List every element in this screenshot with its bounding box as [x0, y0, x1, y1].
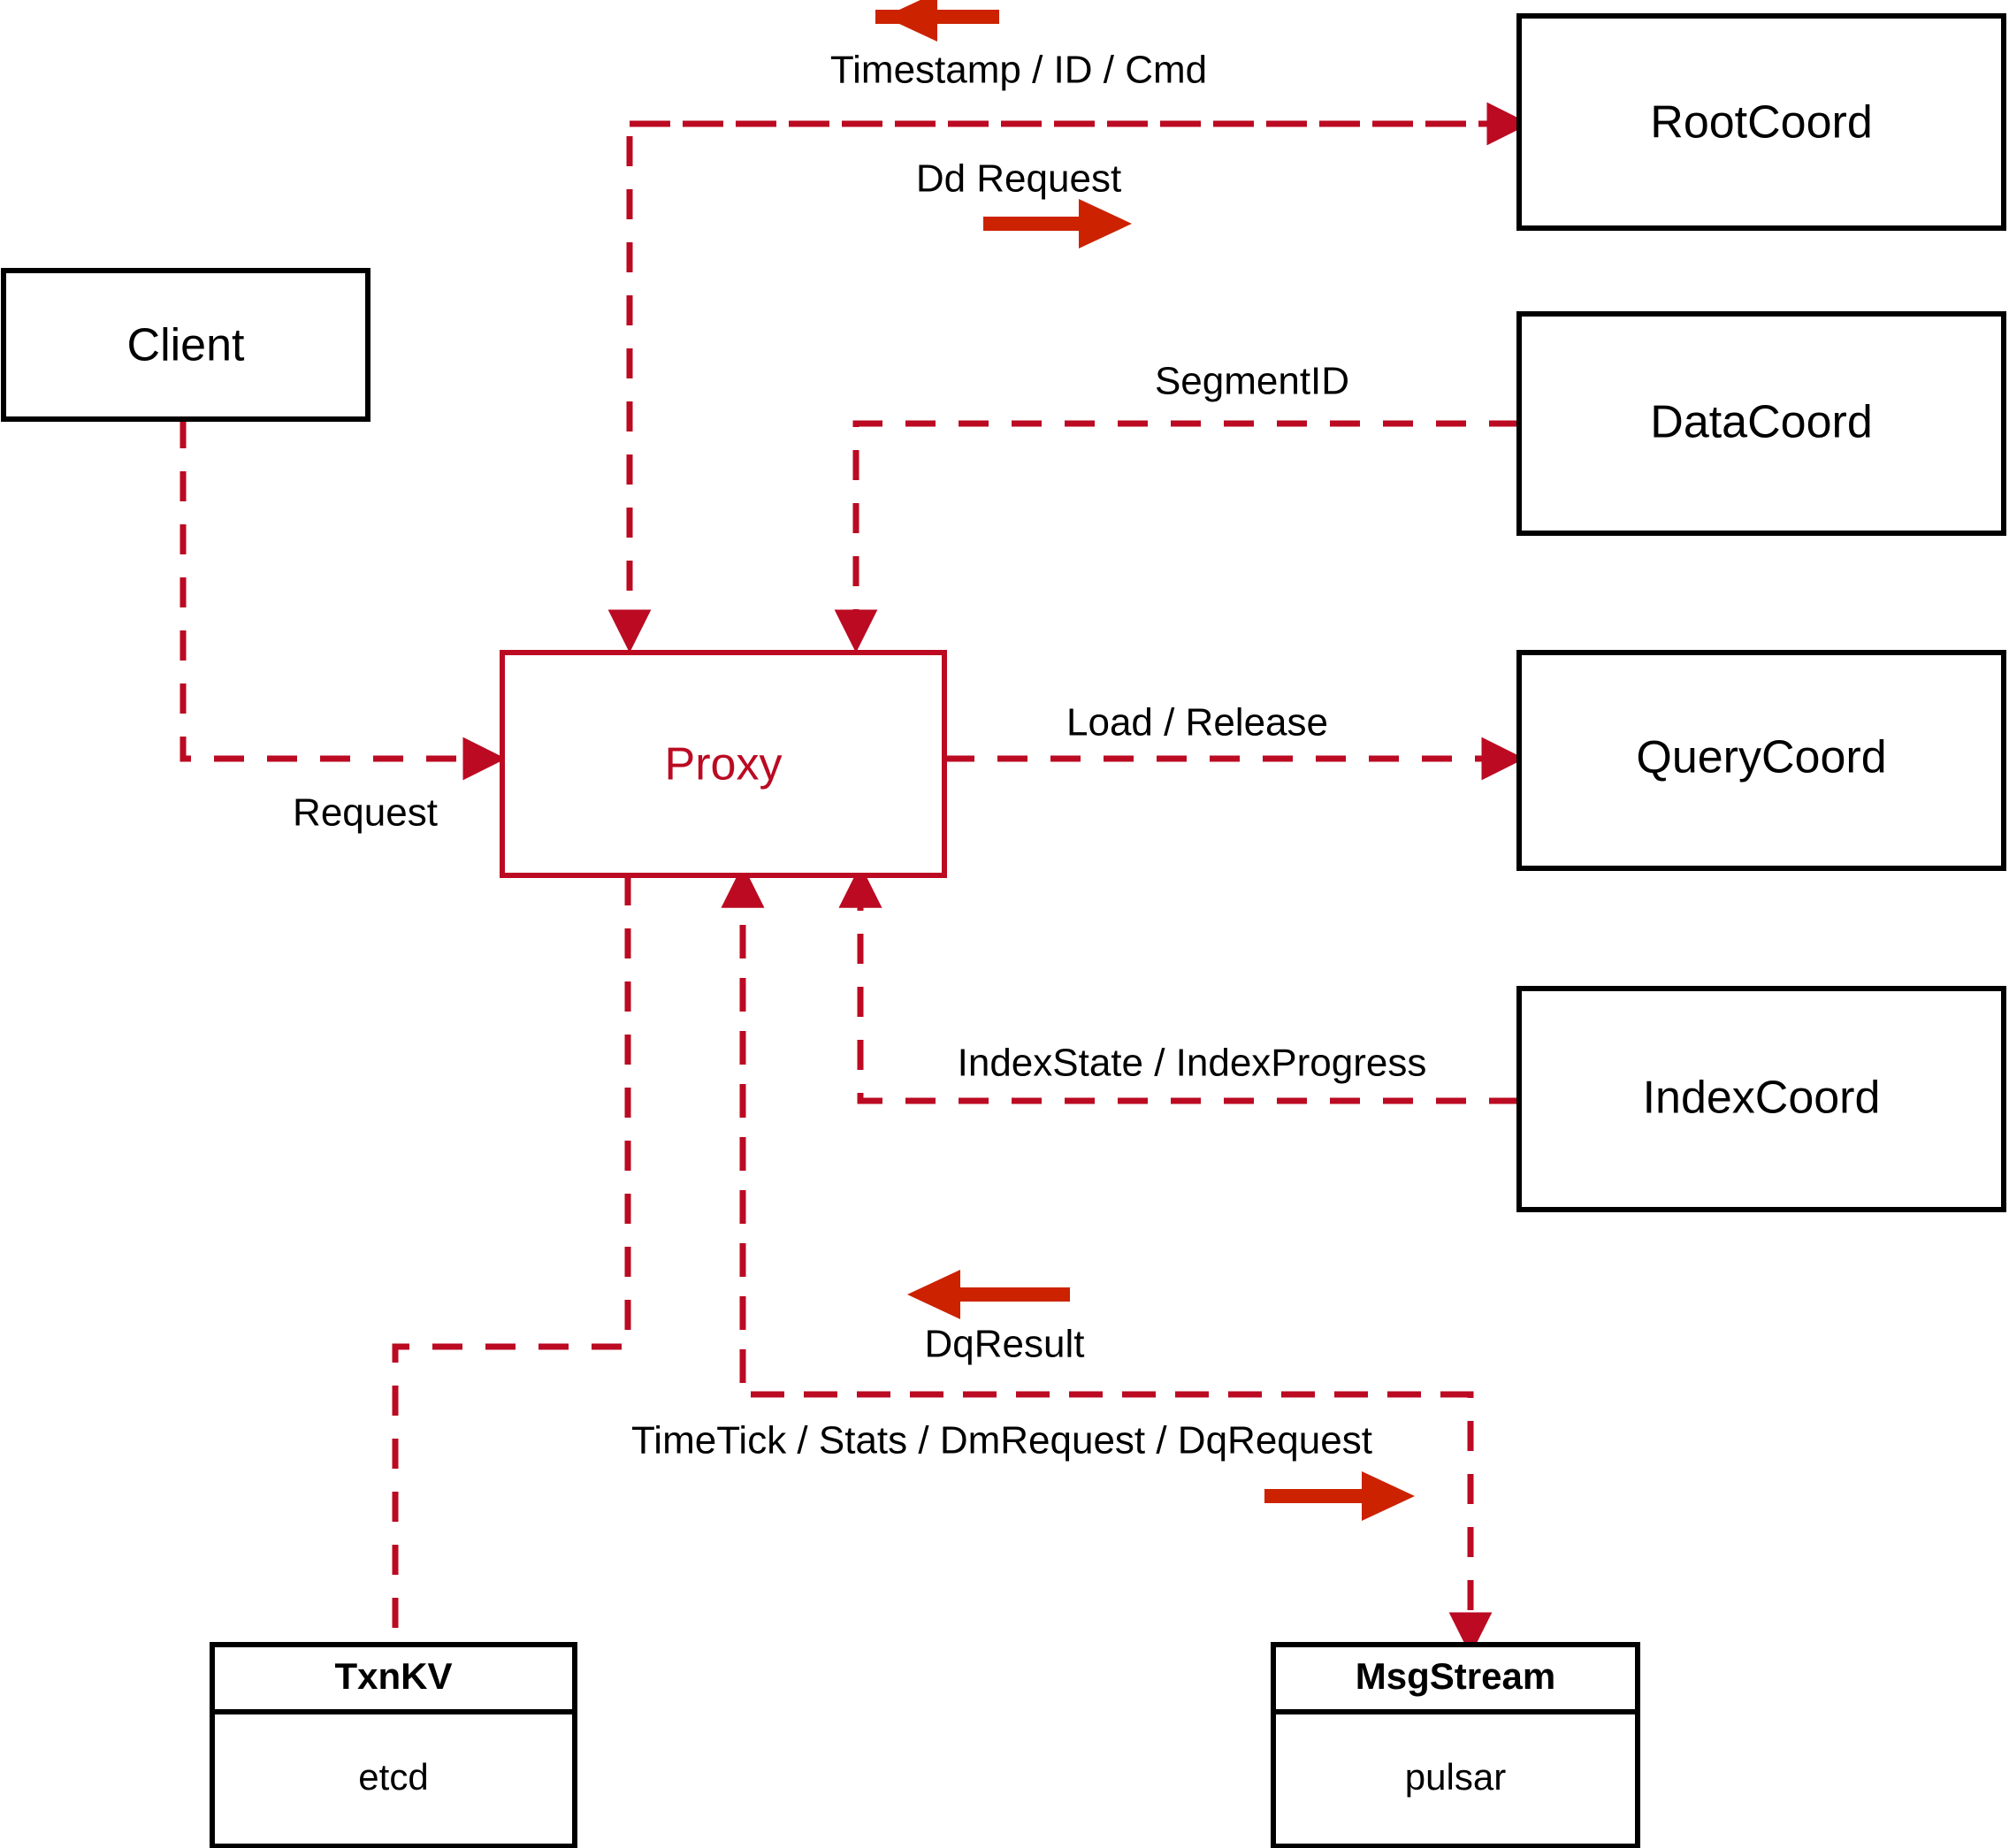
node-client[interactable]: Client	[1, 268, 370, 422]
node-proxy[interactable]: Proxy	[500, 650, 947, 878]
direction-arrow-right-timetick	[1264, 1471, 1415, 1521]
edge-label-timestamp-id-cmd: Timestamp / ID / Cmd	[830, 49, 1207, 92]
flow-segment-id	[834, 420, 1519, 653]
node-datacoord[interactable]: DataCoord	[1516, 311, 2006, 536]
edge-label-load-release: Load / Release	[1066, 701, 1328, 745]
node-rootcoord[interactable]: RootCoord	[1516, 13, 2006, 231]
node-client-label: Client	[127, 320, 245, 371]
edge-label-timetick-stats: TimeTick / Stats / DmRequest / DqRequest	[631, 1419, 1372, 1462]
node-rootcoord-label: RootCoord	[1650, 97, 1872, 149]
node-proxy-label: Proxy	[665, 739, 783, 790]
node-txnkv-title: TxnKV	[334, 1655, 452, 1697]
node-datacoord-label: DataCoord	[1650, 397, 1872, 448]
node-msgstream-subtitle: pulsar	[1405, 1756, 1506, 1798]
node-querycoord-label: QueryCoord	[1636, 732, 1886, 783]
direction-arrow-right-dd-request	[983, 199, 1132, 248]
node-txnkv-subtitle: etcd	[358, 1756, 428, 1798]
node-msgstream-title: MsgStream	[1356, 1655, 1555, 1697]
edge-label-index-state-progress: IndexState / IndexProgress	[958, 1042, 1427, 1085]
node-indexcoord[interactable]: IndexCoord	[1516, 986, 2006, 1212]
edge-label-dd-request: Dd Request	[916, 157, 1121, 201]
node-indexcoord-label: IndexCoord	[1643, 1073, 1881, 1124]
direction-arrow-left-timestamp	[875, 0, 999, 42]
direction-arrow-left-dqresult	[907, 1270, 1070, 1319]
flow-request	[180, 418, 507, 781]
edge-label-segment-id: SegmentID	[1155, 360, 1349, 403]
node-msgstream[interactable]: MsgStream pulsar	[1271, 1642, 1640, 1848]
flow-proxy-txnkv	[392, 875, 631, 1645]
node-querycoord[interactable]: QueryCoord	[1516, 650, 2006, 871]
flow-index-state	[838, 864, 1519, 1104]
edge-label-dq-result: DqResult	[925, 1323, 1085, 1366]
node-txnkv[interactable]: TxnKV etcd	[210, 1642, 577, 1848]
edge-label-request: Request	[293, 791, 438, 835]
flow-timetick-stats-dmrequest-dqrequest	[739, 875, 1493, 1656]
flow-dq-result	[721, 864, 1470, 1398]
flow-timestamp-id-cmd	[607, 120, 1519, 653]
